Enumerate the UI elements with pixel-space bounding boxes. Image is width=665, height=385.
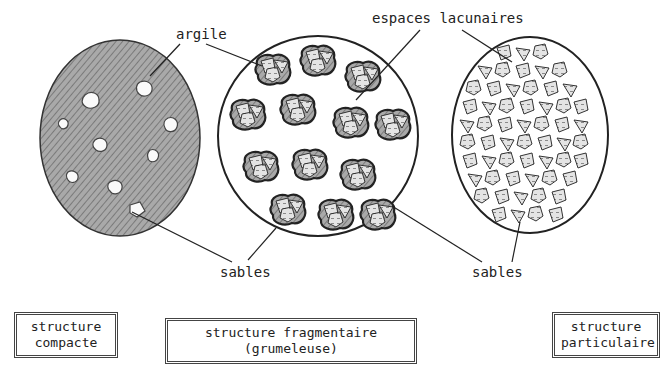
box-text: structure compacte (23, 319, 109, 351)
box-text: structure particulaire (561, 319, 651, 351)
part-label: sables (472, 264, 523, 280)
caption-box: structure compacte (14, 312, 118, 358)
part-label: espaces lacunaires (372, 10, 524, 26)
caption-box: structure fragmentaire (grumeleuse) (165, 318, 417, 364)
caption-box: structure particulaire (552, 312, 660, 358)
box-text: structure fragmentaire (grumeleuse) (174, 325, 408, 357)
part-label: sables (220, 264, 271, 280)
part-label: argile (176, 26, 227, 42)
